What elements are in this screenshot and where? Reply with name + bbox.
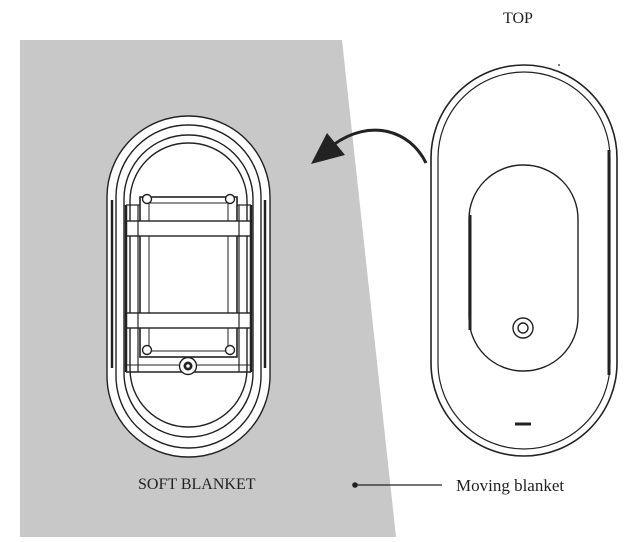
frame-crossbar-bottom — [125, 312, 252, 329]
tub-top-outer — [430, 64, 618, 457]
frame-corner-bottom-right — [224, 344, 236, 356]
frame-inner — [148, 202, 229, 352]
callout-leader — [352, 482, 442, 488]
soft-blanket-label: SOFT BLANKET — [138, 476, 256, 493]
tub-upside-down — [106, 115, 271, 458]
tub-basin-inner — [129, 142, 248, 428]
view-label-top: TOP — [503, 10, 533, 27]
frame-corner-top-left — [141, 193, 153, 205]
tub-outer-rim — [106, 115, 271, 458]
frame-corner-top-right — [224, 193, 236, 205]
flip-arrow-head — [311, 133, 345, 164]
tub-inner-rim — [115, 124, 262, 449]
moving-blanket-label: Moving blanket — [456, 476, 565, 495]
flip-arrow-curve — [332, 128, 428, 164]
frame-corner-bottom-left — [141, 344, 153, 356]
tub-top-drain — [512, 317, 534, 339]
tub-top-view — [430, 64, 618, 457]
tub-basin-outline — [123, 134, 254, 438]
frame-crossbar-top — [125, 220, 252, 237]
flip-arrow — [311, 128, 428, 164]
